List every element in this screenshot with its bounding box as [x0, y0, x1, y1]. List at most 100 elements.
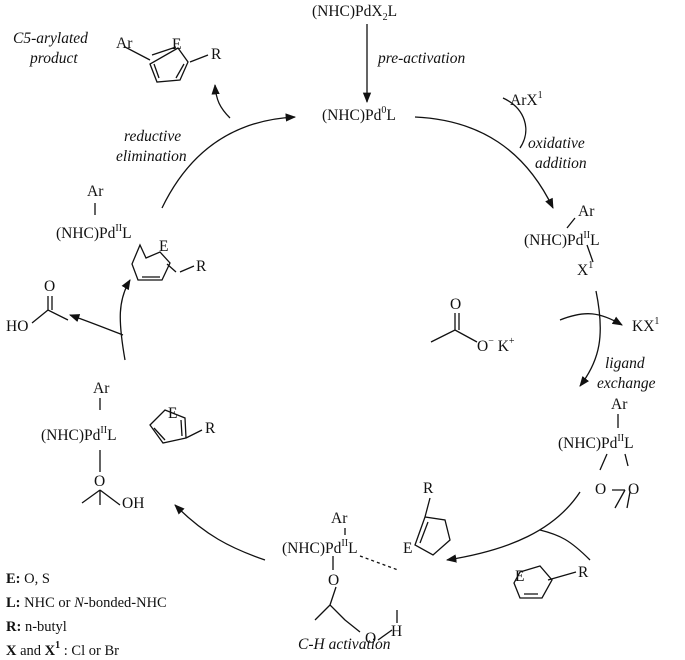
- acetate-o-minus: O: [477, 338, 489, 355]
- acoh-complex-oh: OH: [122, 495, 145, 512]
- product-exit-arrow: [211, 83, 231, 119]
- arx1-prefix: ArX: [510, 92, 538, 109]
- product-ring: [124, 46, 209, 83]
- oa-complex-center: (NHC)PdIIL: [524, 229, 600, 250]
- cycle-arrow-ligand-exchange: [579, 290, 601, 387]
- precatalyst-prefix: (NHC)PdX: [312, 3, 383, 20]
- acetate-minus: −: [488, 335, 494, 347]
- legend-x-mid: and: [16, 643, 45, 659]
- acetate-complex-ox: II: [617, 432, 625, 444]
- legend-x-key2-sup: 1: [55, 640, 61, 652]
- legend-l-value-pre: NHC or: [20, 595, 75, 611]
- legend-l-value-post: -bonded-NHC: [83, 595, 167, 611]
- kx1-exit-arrow: [559, 313, 623, 326]
- product-ar: Ar: [116, 35, 133, 52]
- acetic-acid-ho: HO: [6, 318, 29, 335]
- legend-x-key2: X: [44, 643, 56, 659]
- legend-r: R: n-butyl: [6, 618, 67, 636]
- arx1-entry-arrow: [502, 97, 527, 149]
- acetate-k: K: [497, 338, 509, 355]
- acetic-acid-exit-arrow: [69, 314, 124, 336]
- acetate-complex-o2: O: [628, 481, 640, 498]
- legend-r-value: n-butyl: [21, 619, 67, 635]
- acoh-complex-bonds: [81, 398, 121, 506]
- product-e: E: [172, 36, 182, 53]
- acoh-complex-center: (NHC)PdIIL: [41, 424, 117, 445]
- aryl-complex-ox: II: [115, 222, 123, 234]
- ligand-label-line2: exchange: [597, 375, 656, 392]
- aryl-complex-center: (NHC)PdIIL: [56, 222, 132, 243]
- acetate-k-sup: +: [508, 335, 515, 347]
- ch-complex-dashed-bond: [359, 555, 399, 571]
- legend-e: E: O, S: [6, 570, 50, 588]
- oa-complex-bonds: [566, 217, 594, 263]
- oa-complex-x-sup: 1: [588, 259, 594, 271]
- oxidative-label-line2: addition: [535, 155, 587, 172]
- ch-complex-e: E: [403, 540, 413, 557]
- legend-x-key: X: [6, 643, 17, 659]
- oxidative-label-line1: oxidative: [528, 135, 585, 152]
- acetate-bonds: [430, 313, 478, 343]
- ch-complex-ox: II: [341, 537, 349, 549]
- cycle-arrow-ch-to-acoh: [174, 504, 266, 561]
- cycle-arrow-reductive-elimination: [161, 113, 297, 209]
- ch-complex-h: H: [391, 623, 403, 640]
- heteroarene-r: R: [578, 564, 589, 581]
- oa-complex-pd: (NHC)Pd: [524, 232, 584, 249]
- aryl-complex-r: R: [196, 258, 207, 275]
- legend-x-value: : Cl or Br: [60, 643, 119, 659]
- oa-complex-x-letter: X: [577, 262, 589, 279]
- kx1-sup: 1: [654, 315, 660, 327]
- ch-complex-pd: (NHC)Pd: [282, 540, 342, 557]
- ligand-label-line1: ligand: [605, 355, 645, 372]
- oa-complex-ox: II: [583, 229, 591, 241]
- precatalyst-sub: 2: [382, 12, 388, 24]
- product-r: R: [211, 46, 222, 63]
- oa-complex-x: X1: [577, 259, 594, 280]
- acoh-complex-pd: (NHC)Pd: [41, 427, 101, 444]
- ch-complex-l: L: [348, 540, 358, 557]
- cycle-arrow-oxidative-addition: [414, 116, 554, 209]
- acoh-complex-e: E: [168, 405, 178, 422]
- heteroarene-e: E: [515, 568, 525, 585]
- arx1-formula: ArX1: [510, 89, 543, 110]
- product-label-line2: product: [30, 50, 78, 67]
- cycle-arrow-to-ch-activation: [445, 491, 581, 563]
- aryl-complex-e: E: [159, 238, 169, 255]
- acetic-acid-bonds: [31, 296, 69, 324]
- legend-l: L: NHC or N-bonded-NHC: [6, 594, 167, 612]
- acoh-complex-l: L: [107, 427, 117, 444]
- aryl-complex-l: L: [122, 225, 132, 242]
- legend-e-value: O, S: [20, 571, 50, 587]
- acetate-complex-pd: (NHC)Pd: [558, 435, 618, 452]
- reductive-label-line1: reductive: [124, 128, 182, 145]
- legend-l-key: L:: [6, 595, 21, 611]
- oa-complex-l: L: [590, 232, 600, 249]
- ch-complex-center: (NHC)PdIIL: [282, 537, 358, 558]
- product-label-line1: C5-arylated: [13, 30, 88, 47]
- precatalyst-suffix: L: [387, 3, 398, 20]
- pd0-sup: 0: [381, 104, 387, 116]
- aryl-complex-pd: (NHC)Pd: [56, 225, 116, 242]
- reductive-label-line2: elimination: [116, 148, 187, 165]
- aryl-complex-ar: Ar: [87, 183, 104, 200]
- legend-l-value-italic: N: [74, 595, 84, 611]
- arx1-sup: 1: [537, 89, 543, 101]
- acetic-acid-o: O: [44, 278, 56, 295]
- acetate-complex-center: (NHC)PdIIL: [558, 432, 634, 453]
- acetate-complex-bonds: [599, 414, 631, 509]
- legend-x: X and X1 : Cl or Br: [6, 640, 119, 660]
- legend-e-key: E:: [6, 571, 21, 587]
- ch-complex-o2: O: [365, 630, 377, 647]
- acoh-complex-o: O: [94, 473, 106, 490]
- ch-complex-ring-bonds: [414, 497, 451, 556]
- acoh-complex-ox: II: [100, 424, 108, 436]
- kx1-formula: KX1: [632, 315, 660, 336]
- heteroarene-entry-arrow: [539, 529, 591, 561]
- pd0-suffix: L: [386, 107, 396, 124]
- legend-r-key: R:: [6, 619, 22, 635]
- heteroarene-ring-bonds: [513, 565, 577, 599]
- acetate-complex-o1: O: [595, 481, 607, 498]
- ch-activation-label: C-H activation: [298, 636, 391, 653]
